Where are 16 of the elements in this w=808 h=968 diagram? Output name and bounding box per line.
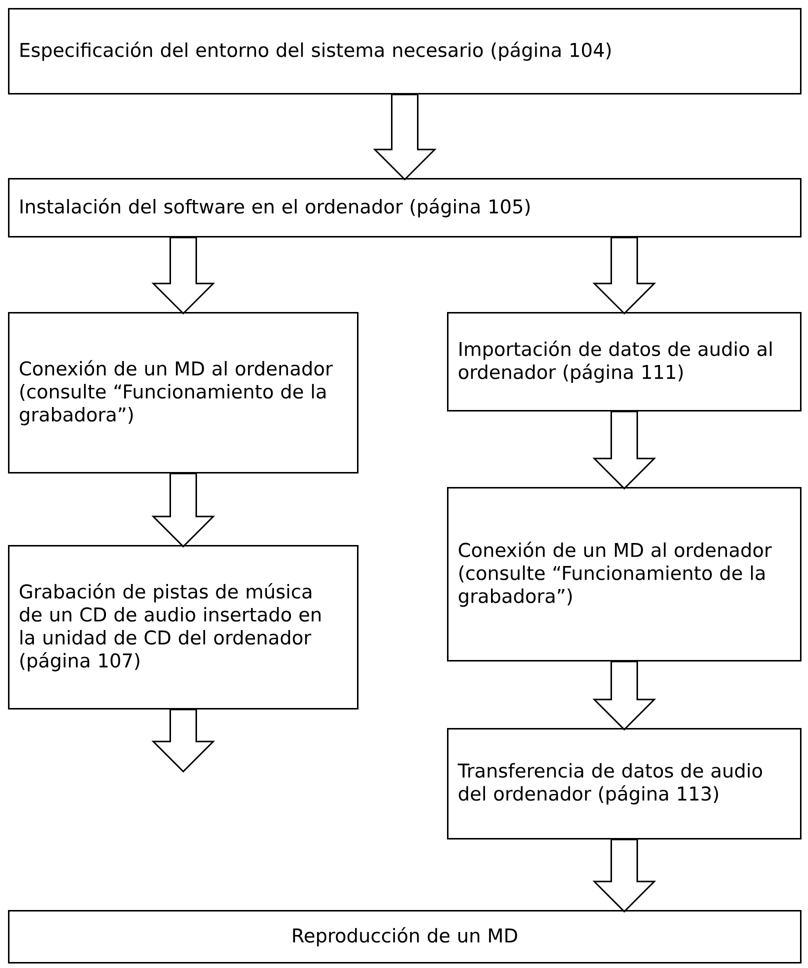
arrow <box>151 708 216 773</box>
arrow <box>151 236 216 315</box>
arrow <box>151 472 216 548</box>
process-box: Transferencia de datos de audio del ordenador (página 113) <box>447 728 802 840</box>
arrow <box>592 410 656 490</box>
process-box: Importación de datos de audio al ordenador (página 111) <box>447 312 802 412</box>
process-box: Especificación del entorno del sistema necesario (página 104) <box>8 8 802 94</box>
arrow <box>372 94 437 181</box>
arrow <box>592 660 656 731</box>
process-box: Reproducción de un MD <box>8 910 802 964</box>
arrow <box>592 236 656 315</box>
arrow <box>592 838 656 913</box>
process-box: Instalación del software en el ordenador (página 105) <box>8 178 802 238</box>
process-box: Conexión de un MD al ordenador (consulte “Funcionamiento de la grabadora”) <box>447 487 802 662</box>
process-box: Conexión de un MD al ordenador (consulte “Funcionamiento de la grabadora”) <box>8 312 358 474</box>
process-box: Grabación de pistas de música de un CD de audio insertado en la unidad de CD del ordenador (página 107) <box>8 545 358 710</box>
